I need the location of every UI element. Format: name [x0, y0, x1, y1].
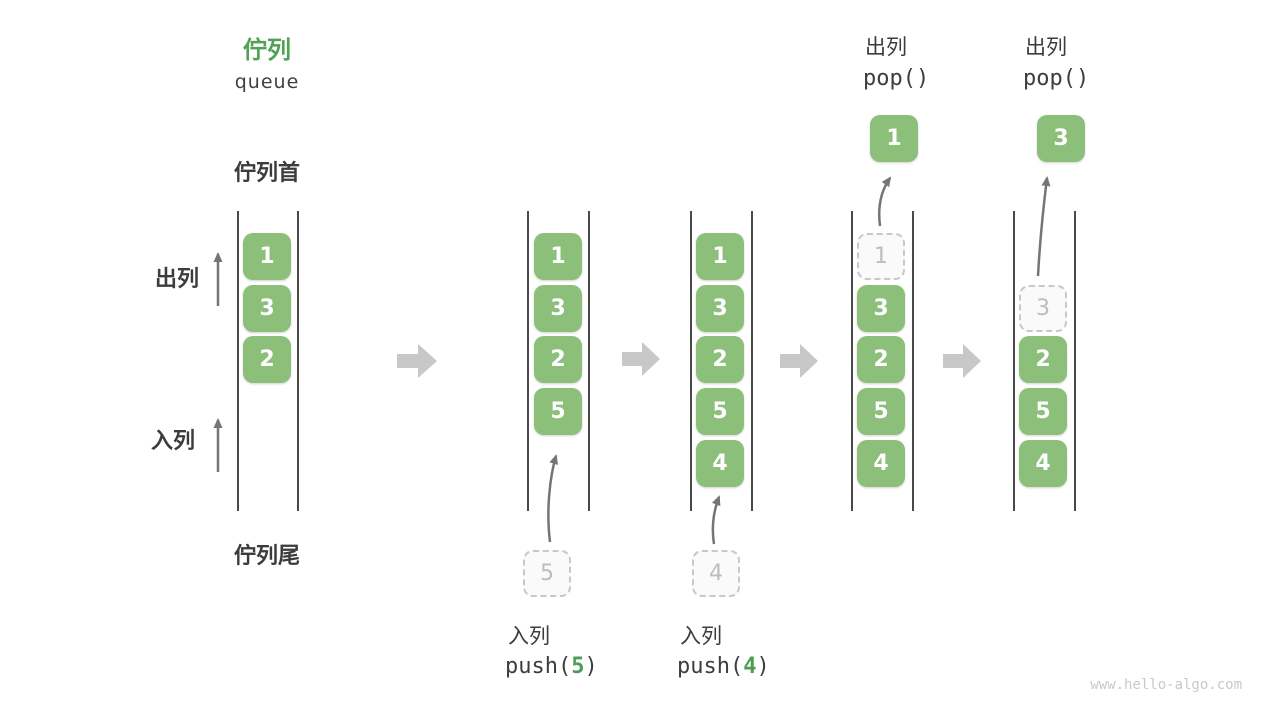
channel-line — [1013, 211, 1015, 511]
enqueue-op-code: push(5) — [505, 654, 598, 679]
queue-cell: 1 — [696, 233, 744, 280]
channel-line — [912, 211, 914, 511]
dequeue-op-label: 出列 — [1025, 35, 1067, 59]
enqueue-side-label: 入列 — [151, 429, 196, 454]
queue-cell: 5 — [696, 388, 744, 435]
queue-cell: 2 — [857, 336, 905, 383]
step-arrow-2-icon — [622, 342, 660, 376]
channel-line — [297, 211, 299, 511]
push-fn-text: push( — [505, 654, 572, 679]
channel-line — [851, 211, 853, 511]
queue-cell: 4 — [857, 440, 905, 487]
push-arg-text: 5 — [571, 654, 585, 679]
push-close-text: ) — [584, 654, 598, 679]
queue-cell: 3 — [534, 285, 582, 332]
dequeue-op-code: pop() — [1023, 66, 1090, 91]
queue-cell: 3 — [857, 285, 905, 332]
watermark: www.hello-algo.com — [1090, 677, 1242, 693]
queue-cell: 5 — [1019, 388, 1067, 435]
queue-cell: 2 — [696, 336, 744, 383]
channel-line — [237, 211, 239, 511]
channel-line — [751, 211, 753, 511]
popped-cell: 1 — [870, 115, 918, 162]
dequeue-op-label: 出列 — [865, 35, 907, 59]
diagram-title-en: queue — [234, 71, 300, 93]
enqueue-op-label: 入列 — [508, 624, 550, 648]
queue-cell: 2 — [1019, 336, 1067, 383]
enqueue-arrow-push4-icon — [711, 495, 721, 545]
staged-cell: 4 — [692, 550, 740, 597]
staged-cell: 5 — [523, 550, 571, 597]
channel-line — [527, 211, 529, 511]
pop-arrow-3-icon — [1036, 176, 1051, 277]
enqueue-arrow-push5-icon — [547, 454, 559, 543]
channel-line — [1074, 211, 1076, 511]
queue-cell: 1 — [243, 233, 291, 280]
push-close-text: ) — [756, 654, 770, 679]
queue-rear-label: 佇列尾 — [233, 544, 300, 569]
queue-cell: 4 — [696, 440, 744, 487]
queue-cell: 5 — [857, 388, 905, 435]
ghost-cell: 3 — [1019, 285, 1067, 332]
queue-front-label: 佇列首 — [233, 161, 300, 186]
queue-cell: 2 — [534, 336, 582, 383]
queue-cell: 3 — [696, 285, 744, 332]
push-fn-text: push( — [677, 654, 744, 679]
enqueue-op-code: push(4) — [677, 654, 770, 679]
popped-cell: 3 — [1037, 115, 1085, 162]
dequeue-op-code: pop() — [863, 66, 930, 91]
enqueue-op-label: 入列 — [680, 624, 722, 648]
queue-cell: 1 — [534, 233, 582, 280]
step-arrow-1-icon — [397, 344, 437, 378]
channel-line — [690, 211, 692, 511]
dequeue-side-label: 出列 — [155, 267, 200, 292]
queue-cell: 3 — [243, 285, 291, 332]
queue-cell: 2 — [243, 336, 291, 383]
step-arrow-4-icon — [943, 344, 981, 378]
queue-cell: 4 — [1019, 440, 1067, 487]
diagram-title-zh: 佇列 — [243, 36, 291, 64]
pop-arrow-1-icon — [878, 176, 892, 227]
step-arrow-3-icon — [780, 344, 818, 378]
queue-cell: 5 — [534, 388, 582, 435]
push-arg-text: 4 — [743, 654, 757, 679]
ghost-cell: 1 — [857, 233, 905, 280]
channel-line — [588, 211, 590, 511]
